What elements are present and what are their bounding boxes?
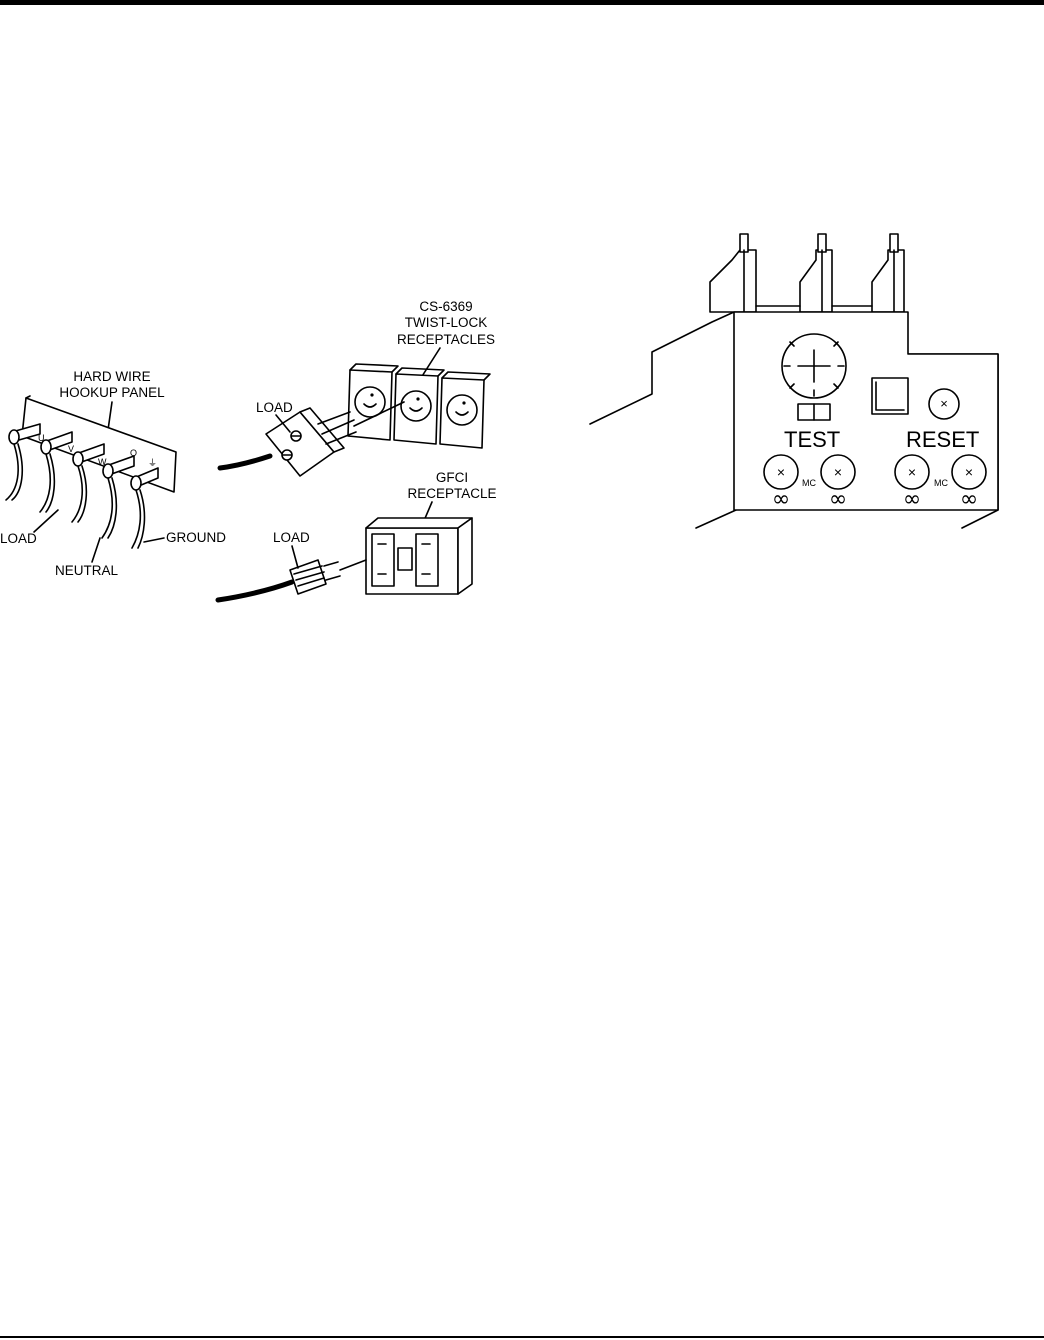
- infinity-symbol-4: ∞: [960, 487, 978, 512]
- ground-leader-line: [143, 537, 165, 543]
- current-setting-dial: [781, 333, 847, 399]
- power-hookup-diagram: HARD WIRE HOOKUP PANEL U V W O ⏚: [0, 299, 497, 603]
- panel-wires: [5, 443, 146, 549]
- reset-label: RESET: [906, 427, 979, 452]
- terminal-label-o: O: [130, 448, 137, 458]
- hard-wire-hookup-panel: HARD WIRE HOOKUP PANEL U V W O ⏚: [0, 369, 226, 578]
- neutral-label: NEUTRAL: [55, 563, 119, 578]
- infinity-symbol-1: ∞: [772, 487, 790, 512]
- load-leader-line: [33, 509, 59, 533]
- infinity-symbol-2: ∞: [829, 487, 847, 512]
- gfci-title-line2: RECEPTACLE: [407, 486, 496, 501]
- mc-label-left: MC: [802, 478, 816, 488]
- twistlock-cable: [217, 453, 273, 471]
- neutral-leader-line: [91, 537, 101, 563]
- twistlock-load-label: LOAD: [256, 400, 293, 415]
- mc-label-right: MC: [934, 478, 948, 488]
- adjustment-screws: × × × ×: [763, 454, 987, 490]
- relay-base-bottom-left: [695, 509, 737, 529]
- gfci-receptacle: GFCI RECEPTACLE LOAD: [215, 470, 497, 603]
- load-label: LOAD: [0, 531, 37, 546]
- screw-2[interactable]: ×: [820, 454, 856, 490]
- ground-label: GROUND: [166, 530, 226, 545]
- gfci-load-leader: [291, 545, 299, 569]
- panel-title-line1: HARD WIRE: [73, 369, 150, 384]
- svg-text:×: ×: [908, 464, 916, 480]
- screw-4[interactable]: ×: [951, 454, 987, 490]
- relay-top-terminals: [709, 233, 905, 313]
- svg-text:×: ×: [777, 464, 785, 480]
- overload-relay-diagram: × TEST RESET × × × × MC MC ∞ ∞ ∞ ∞: [589, 233, 999, 529]
- screw-3[interactable]: ×: [894, 454, 930, 490]
- infinity-symbol-3: ∞: [903, 487, 921, 512]
- bottom-rule: [0, 1336, 1044, 1338]
- reset-button-screw: ×: [940, 396, 948, 411]
- twist-lock-receptacles: CS-6369 TWIST-LOCK RECEPTACLES LOAD: [217, 299, 495, 477]
- reset-button[interactable]: ×: [928, 388, 960, 420]
- panel-leader-line: [107, 401, 113, 431]
- gfci-cable: [215, 579, 295, 603]
- svg-text:×: ×: [965, 464, 973, 480]
- twistlock-title-line3: RECEPTACLES: [397, 332, 495, 347]
- relay-base-left: [589, 311, 735, 425]
- gfci-load-label: LOAD: [273, 530, 310, 545]
- panel-title-line2: HOOKUP PANEL: [59, 385, 165, 400]
- stop-button[interactable]: [871, 377, 909, 415]
- twistlock-title-line2: TWIST-LOCK: [405, 315, 488, 330]
- top-rule: [0, 0, 1044, 5]
- screw-1[interactable]: ×: [763, 454, 799, 490]
- svg-text:×: ×: [834, 464, 842, 480]
- gfci-title-line1: GFCI: [436, 470, 468, 485]
- terminal-label-ground: ⏚: [148, 458, 157, 468]
- twistlock-title-line1: CS-6369: [419, 299, 472, 314]
- terminal-label-w: W: [98, 457, 107, 467]
- twistlock-load-leader: [275, 414, 291, 433]
- terminal-label-u: U: [38, 433, 45, 443]
- terminal-label-v: V: [68, 444, 74, 454]
- test-label: TEST: [784, 427, 840, 452]
